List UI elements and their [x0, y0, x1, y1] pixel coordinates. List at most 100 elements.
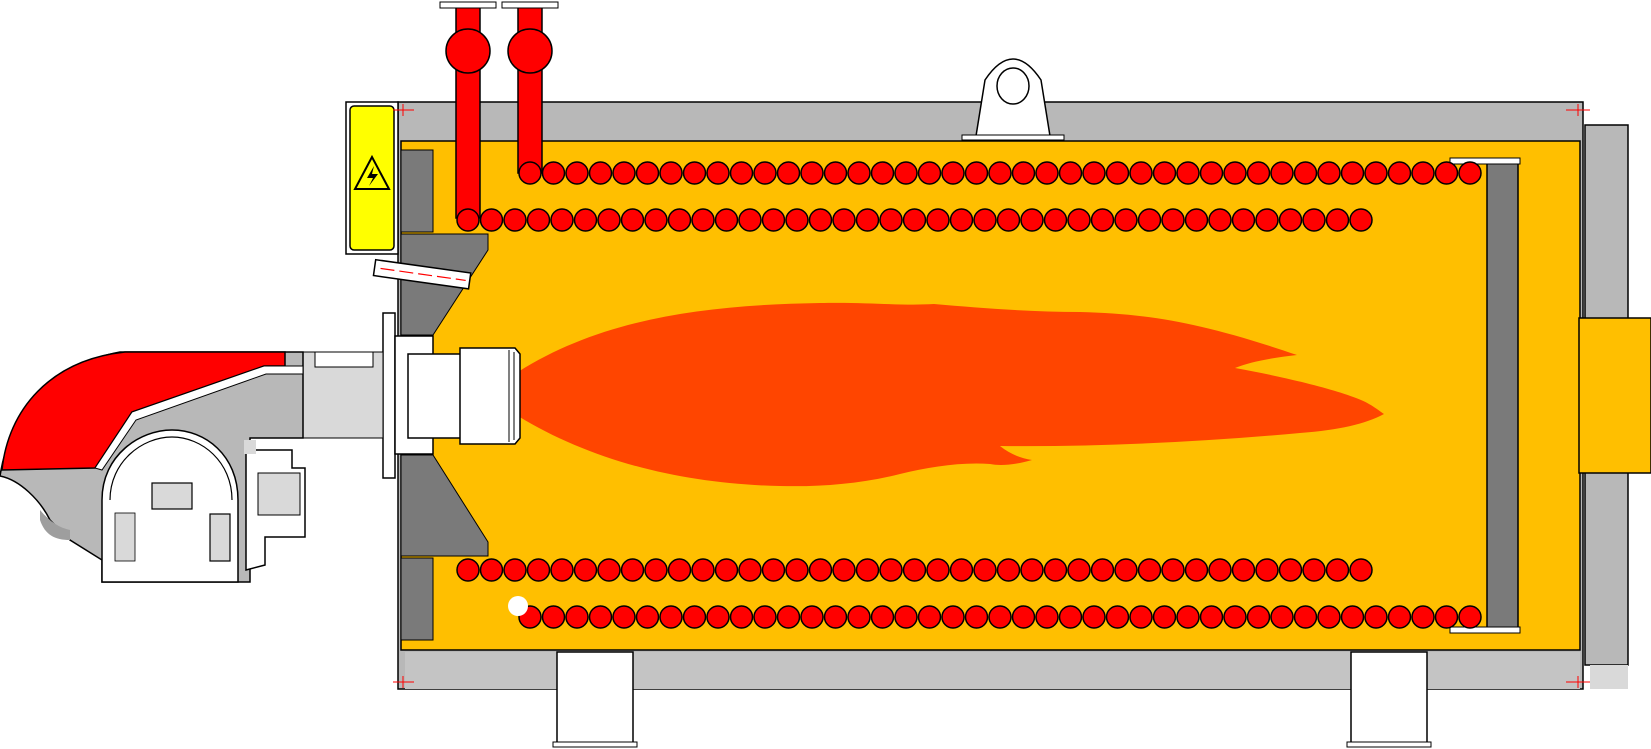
smoke-tube-upper-outer: [1058, 161, 1083, 185]
smoke-tube-upper-inner: [550, 208, 574, 232]
smoke-tube-lower-outer: [988, 605, 1012, 629]
pipe-valve-left: [445, 28, 491, 74]
smoke-tube-upper-inner: [1137, 208, 1162, 232]
smoke-tube-upper-inner: [1325, 208, 1350, 232]
smoke-tube-lower-inner: [620, 558, 645, 582]
smoke-tube-upper-outer: [1176, 161, 1200, 185]
smoke-tube-lower-inner: [1208, 558, 1232, 582]
support-leg-rear-base: [1346, 741, 1432, 748]
smoke-tube-lower-inner: [926, 558, 950, 582]
rear-door: [1578, 317, 1651, 474]
support-leg-rear: [1350, 651, 1428, 746]
burner-housing-shadow: [40, 510, 70, 540]
lifting-lug-hole: [996, 67, 1030, 105]
smoke-tube-upper-outer: [1364, 161, 1388, 185]
smoke-tube-lower-outer: [847, 605, 871, 629]
smoke-tube-lower-outer: [1035, 605, 1059, 629]
smoke-tube-upper-inner: [1043, 208, 1068, 232]
sight-glass: [372, 258, 472, 290]
smoke-tube-lower-inner: [691, 558, 715, 582]
smoke-tube-upper-outer: [1434, 161, 1459, 185]
smoke-tube-upper-inner: [1161, 208, 1185, 232]
smoke-tube-lower-inner: [503, 558, 527, 582]
smoke-tube-lower-inner: [1161, 558, 1185, 582]
smoke-tube-upper-inner: [644, 208, 668, 232]
smoke-tube-lower-outer: [659, 605, 683, 629]
smoke-tube-lower-outer: [1246, 605, 1271, 629]
front-plate-upper: [400, 149, 434, 233]
burner-head: [459, 347, 521, 445]
smoke-tube-upper-inner: [902, 208, 927, 232]
smoke-tube-lower-outer: [1011, 605, 1036, 629]
burner-control-box-inner: [257, 472, 301, 516]
smoke-tube-lower-outer: [941, 605, 965, 629]
smoke-tube-upper-inner: [1020, 208, 1044, 232]
smoke-tube-upper-inner: [1114, 208, 1138, 232]
burner-flange: [382, 312, 396, 479]
smoke-tube-lower-inner: [1349, 558, 1373, 582]
smoke-tube-lower-outer: [1387, 605, 1412, 629]
smoke-tube-upper-outer: [917, 161, 942, 185]
smoke-tube-upper-inner: [1302, 208, 1326, 232]
burner-control-box-top: [244, 440, 256, 454]
smoke-tube-lower-inner: [1090, 558, 1115, 582]
smoke-tube-upper-inner: [667, 208, 692, 232]
smoke-tube-lower-outer: [706, 605, 730, 629]
smoke-tube-lower-inner: [1114, 558, 1138, 582]
smoke-tube-upper-inner: [1067, 208, 1091, 232]
smoke-tube-lower-inner: [597, 558, 621, 582]
smoke-tube-lower-outer: [541, 605, 566, 629]
smoke-tube-lower-outer: [1082, 605, 1106, 629]
smoke-tube-lower-outer: [1411, 605, 1435, 629]
burner-neck-slot: [314, 351, 374, 368]
smoke-tube-upper-inner: [1184, 208, 1209, 232]
smoke-tube-upper-outer: [1317, 161, 1341, 185]
smoke-tube-lower-inner: [1043, 558, 1068, 582]
smoke-tube-lower-outer: [1223, 605, 1247, 629]
smoke-tube-upper-inner: [620, 208, 645, 232]
smoke-tube-lower-outer: [870, 605, 895, 629]
smoke-tube-lower-outer: [1129, 605, 1153, 629]
smoke-tube-upper-outer: [1293, 161, 1318, 185]
smoke-tube-upper-outer: [1035, 161, 1059, 185]
smoke-tube-lower-outer: [1293, 605, 1318, 629]
smoke-tube-upper-inner: [503, 208, 527, 232]
smoke-tube-upper-inner: [456, 208, 480, 232]
smoke-tube-upper-inner: [1255, 208, 1279, 232]
smoke-tube-upper-inner: [808, 208, 833, 232]
smoke-tube-lower-outer: [612, 605, 636, 629]
smoke-tube-lower-inner: [879, 558, 903, 582]
smoke-tube-upper-outer: [1011, 161, 1036, 185]
smoke-tube-upper-outer: [753, 161, 777, 185]
burner-cover-trim: [94, 365, 304, 471]
smoke-tube-upper-outer: [941, 161, 965, 185]
smoke-tube-lower-inner: [996, 558, 1021, 582]
smoke-tube-lower-inner: [1278, 558, 1303, 582]
fan-inlet: [114, 512, 136, 562]
smoke-tube-lower-inner: [1067, 558, 1091, 582]
smoke-tube-lower-outer: [1058, 605, 1083, 629]
smoke-tube-lower-outer: [635, 605, 660, 629]
smoke-tube-upper-outer: [612, 161, 636, 185]
smoke-tube-lower-outer: [753, 605, 777, 629]
smoke-tube-upper-inner: [855, 208, 880, 232]
smoke-tube-lower-outer: [588, 605, 613, 629]
smoke-tube-upper-inner: [785, 208, 809, 232]
smoke-tube-lower-inner: [1020, 558, 1044, 582]
smoke-tube-lower-inner: [761, 558, 786, 582]
smoke-tube-upper-inner: [526, 208, 551, 232]
smoke-tube-upper-outer: [870, 161, 895, 185]
smoke-tube-lower-outer: [1364, 605, 1388, 629]
rear-plate-shadow: [1590, 665, 1628, 689]
smoke-tube-upper-outer: [1129, 161, 1153, 185]
smoke-tube-lower-inner: [644, 558, 668, 582]
rear-plate-frame-bottom: [1449, 626, 1521, 634]
smoke-tube-upper-inner: [597, 208, 621, 232]
smoke-tube-lower-inner: [738, 558, 762, 582]
smoke-tube-upper-inner: [1231, 208, 1256, 232]
blast-tube: [407, 353, 465, 439]
smoke-tube-upper-inner: [691, 208, 715, 232]
smoke-tube-upper-outer: [518, 161, 542, 185]
smoke-tube-upper-outer: [706, 161, 730, 185]
smoke-tube-lower-inner: [785, 558, 809, 582]
